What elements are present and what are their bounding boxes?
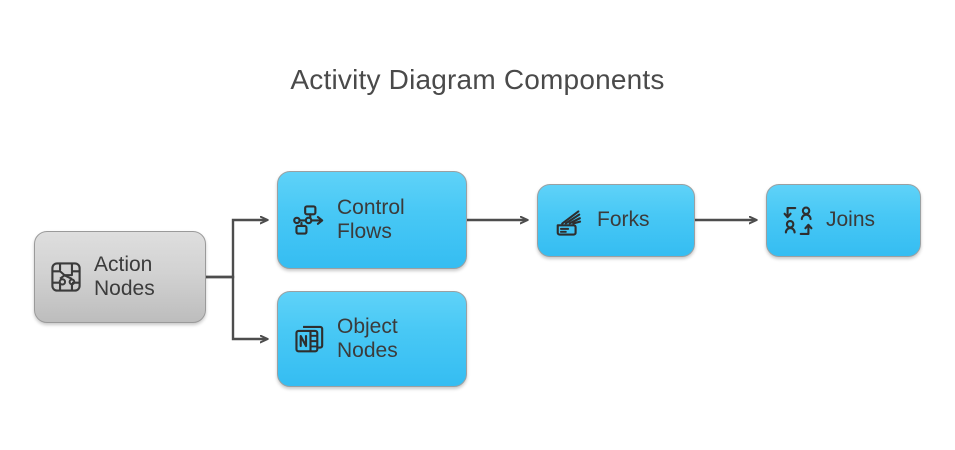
network-chip-icon [49,260,83,294]
node-label: Action Nodes [94,252,155,300]
notebook-n-icon [292,322,326,356]
node-forks[interactable]: Forks [537,184,695,257]
flow-branch-icon [292,203,326,237]
node-control-flows[interactable]: Control Flows [277,171,467,269]
node-joins[interactable]: Joins [766,184,921,257]
node-object-nodes[interactable]: Object Nodes [277,291,467,387]
node-label: Forks [597,208,650,232]
page-title: Activity Diagram Components [290,64,665,95]
node-label: Object Nodes [337,314,398,362]
edge-action-to-control [206,220,267,279]
node-action-nodes[interactable]: Action Nodes [34,231,206,323]
edge-action-to-object [206,275,267,339]
people-swap-icon [781,204,815,238]
fan-reveal-icon [552,204,586,238]
node-label: Joins [826,208,876,232]
node-label: Control Flows [337,195,405,243]
